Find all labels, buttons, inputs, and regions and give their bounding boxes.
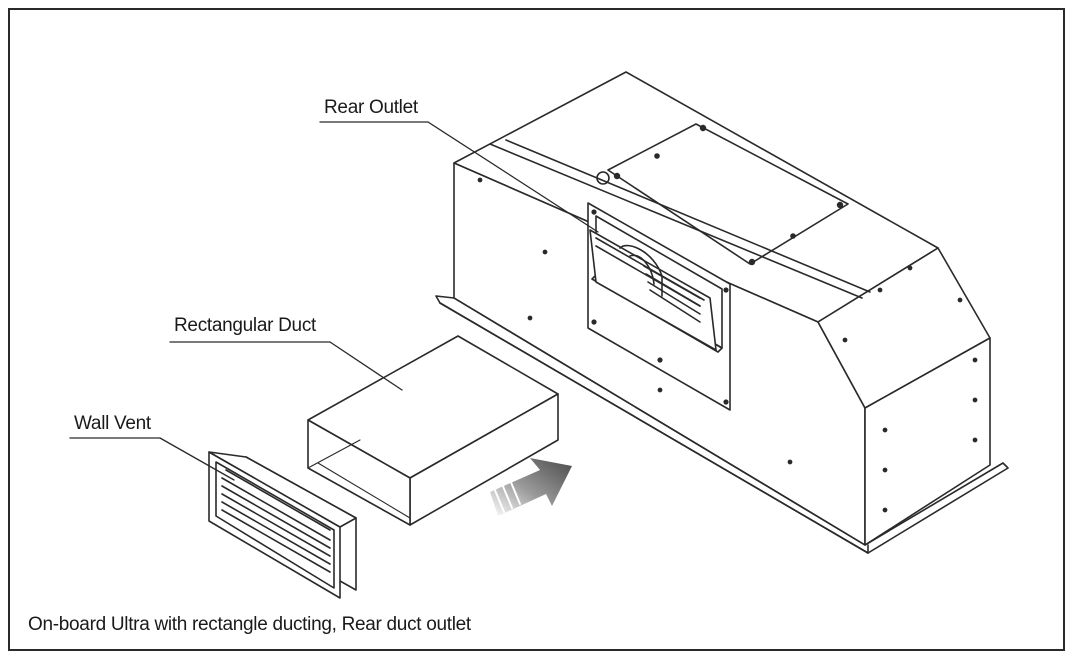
- rectangular-duct: [307, 335, 559, 526]
- rear-outlet: [587, 202, 731, 411]
- wall-vent: [208, 451, 357, 599]
- label-rectangular-duct: Rectangular Duct: [174, 315, 316, 336]
- leader-lines: [69, 121, 599, 481]
- label-wall-vent: Wall Vent: [74, 413, 151, 434]
- figure-caption: On-board Ultra with rectangle ducting, R…: [28, 614, 471, 635]
- label-rear-outlet: Rear Outlet: [324, 97, 418, 118]
- airflow-arrow: [490, 458, 572, 516]
